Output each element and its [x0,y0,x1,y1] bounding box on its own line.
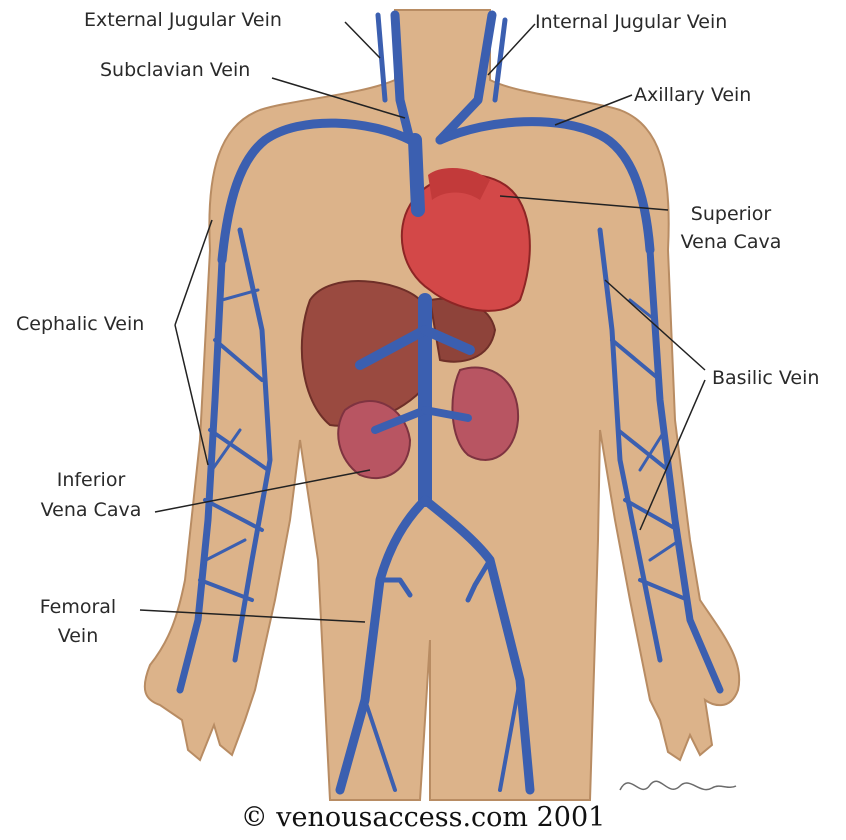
label-subclavian-vein: Subclavian Vein [100,58,250,83]
label-basilic-vein: Basilic Vein [712,366,819,391]
label-femoral-vein-line1: Femoral [38,595,118,620]
copyright-footer: © venousaccess.com 2001 [0,800,846,836]
label-internal-jugular-vein: Internal Jugular Vein [535,10,727,35]
label-superior-vena-cava-line1: Superior [676,202,786,227]
artist-signature [620,781,736,790]
label-cephalic-vein: Cephalic Vein [16,312,144,337]
label-axillary-vein: Axillary Vein [634,83,751,108]
label-inferior-vena-cava-line1: Inferior [36,468,146,493]
label-femoral-vein-line2: Vein [38,624,118,649]
body-silhouette [145,10,739,800]
label-inferior-vena-cava-line2: Vena Cava [36,498,146,523]
label-external-jugular-vein: External Jugular Vein [84,8,282,33]
label-superior-vena-cava-line2: Vena Cava [676,230,786,255]
